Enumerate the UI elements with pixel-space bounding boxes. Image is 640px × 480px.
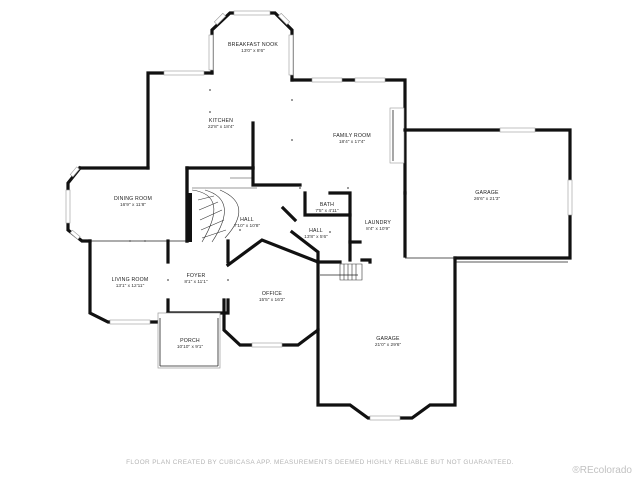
floor-plan-disclaimer: FLOOR PLAN CREATED BY CUBICASA APP. MEAS… [126, 459, 514, 466]
hall-upper-name: HALL [240, 217, 254, 223]
office-dims: 15'5" x 16'2" [259, 297, 286, 303]
dining-room-walls [65, 165, 189, 243]
garage-right-dims: 26'6" x 21'3" [474, 196, 501, 202]
porch-slab [157, 312, 221, 369]
office-walls [222, 238, 320, 348]
laundry-name: LAUNDRY [365, 220, 391, 226]
foyer-name: FOYER [187, 273, 206, 279]
family-room-name: FAMILY ROOM [333, 133, 371, 139]
porch-name: PORCH [180, 338, 200, 344]
hall-lower-dims: 13'8" x 5'6" [304, 234, 328, 240]
breakfast-nook-name: BREAKFAST NOOK [228, 42, 278, 48]
kitchen-dims: 22'8" x 18'4" [208, 124, 235, 130]
porch-dims: 10'10" x 9'1" [177, 344, 204, 350]
foyer-dims: 8'1" x 11'1" [184, 279, 208, 285]
door-markers [129, 89, 349, 281]
dining-room-name: DINING ROOM [114, 196, 152, 202]
living-room-name: LIVING ROOM [112, 277, 149, 283]
breakfast-nook-dims: 13'0" x 8'6" [241, 48, 265, 54]
lower-garage-walls [316, 256, 457, 421]
kitchen-name: KITCHEN [209, 118, 233, 124]
office-name: OFFICE [262, 291, 283, 297]
bath-dims: 7'5" x 4'11" [315, 208, 339, 214]
right-garage-walls [403, 127, 573, 263]
kitchen-family-walls [78, 70, 407, 195]
foyer-porch-walls [157, 239, 230, 369]
laundry-dims: 8'4" x 10'9" [366, 226, 390, 232]
garage-lower-name: GARAGE [376, 336, 400, 342]
hall-lower-name: HALL [309, 228, 323, 234]
hall-upper-dims: 7'10" x 10'8" [234, 223, 261, 229]
staircase [185, 166, 257, 243]
garage-lower-dims: 21'0" x 29'6" [375, 342, 402, 348]
living-room-dims: 13'1" x 12'11" [116, 283, 145, 289]
breakfast-nook-walls [208, 10, 294, 82]
dining-room-dims: 16'9" x 11'8" [120, 202, 146, 208]
living-room-walls [88, 239, 170, 325]
brand-watermark: ®REcolorado [572, 465, 632, 476]
family-room-dims: 18'4" x 17'4" [339, 139, 366, 145]
garage-right-name: GARAGE [475, 190, 499, 196]
bath-name: BATH [320, 202, 334, 208]
hall-bath-laundry-walls [251, 166, 407, 281]
